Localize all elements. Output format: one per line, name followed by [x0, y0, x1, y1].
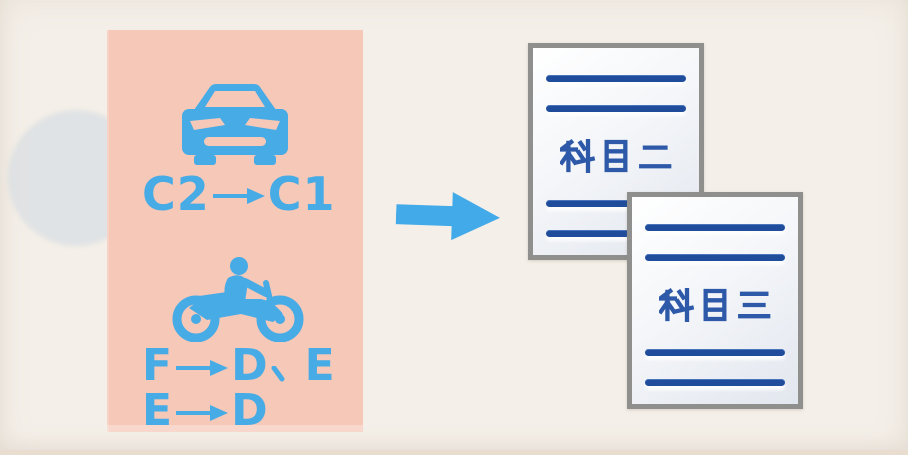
upgrade-arrow-icon	[212, 186, 265, 206]
car-upgrade-from: C2	[142, 167, 210, 221]
car-upgrade-to: C1	[267, 167, 336, 221]
moto-upgrade-1-to: D	[231, 340, 269, 391]
moto-upgrade-2-from: E	[142, 385, 174, 436]
document-text-line	[546, 75, 686, 82]
moto-upgrade-1-from: F	[142, 340, 174, 391]
license-upgrade-card: C2 C1 F D E	[107, 30, 363, 436]
ideographic-comma	[271, 366, 285, 382]
car-upgrade-formula: C2 C1	[142, 167, 336, 221]
subject-three-label	[632, 285, 798, 325]
moto-upgrade-2-to: D	[231, 385, 269, 436]
document-text-line	[645, 224, 785, 231]
moto-upgrade-1-also: E	[304, 340, 336, 391]
right-arrow-icon	[395, 192, 500, 241]
document-text-line	[546, 105, 686, 112]
upgrade-arrow-icon	[176, 358, 229, 378]
motorcycle-upgrade-formula-1: F D E	[142, 340, 336, 391]
motorcycle-upgrade-formula-2: E D	[142, 385, 269, 436]
motorcycle-rider-icon	[172, 257, 304, 342]
document-text-line	[645, 254, 785, 261]
document-text-line	[645, 379, 785, 386]
document-text-line	[546, 200, 686, 207]
upgrade-arrow-icon	[176, 403, 229, 423]
subject-two-label	[533, 136, 699, 176]
document-text-line	[546, 230, 686, 237]
car-front-icon	[182, 84, 288, 165]
document-text-line	[645, 349, 785, 356]
document-subject-three	[627, 192, 803, 409]
